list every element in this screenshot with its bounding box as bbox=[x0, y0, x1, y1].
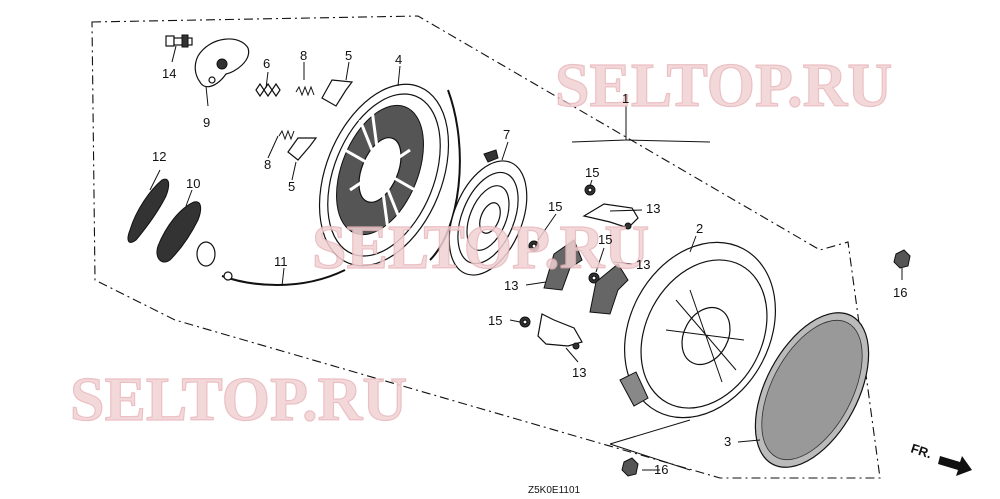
callout-13d: 13 bbox=[572, 365, 586, 380]
callout-12: 12 bbox=[152, 149, 166, 164]
callout-8b: 8 bbox=[264, 157, 271, 172]
callout-1: 1 bbox=[622, 91, 629, 106]
callout-6: 6 bbox=[263, 56, 270, 71]
part-2-starter-case bbox=[619, 241, 777, 419]
callout-8a: 8 bbox=[300, 48, 307, 63]
leader-lines bbox=[149, 45, 903, 471]
callout-10: 10 bbox=[186, 176, 200, 191]
part-8b-spring bbox=[278, 129, 295, 141]
watermark-bottom: SELTOP.RU bbox=[70, 366, 407, 434]
callout-5b: 5 bbox=[288, 179, 295, 194]
callout-5a: 5 bbox=[345, 48, 352, 63]
part-7-spiral-spring bbox=[448, 149, 528, 276]
callout-7: 7 bbox=[503, 127, 510, 142]
callout-2: 2 bbox=[696, 221, 703, 236]
callout-15d: 15 bbox=[488, 313, 502, 328]
part-16a-nut bbox=[893, 249, 911, 269]
callout-15c: 15 bbox=[598, 232, 612, 247]
part-14-bolt bbox=[165, 34, 193, 48]
callout-13a: 13 bbox=[646, 201, 660, 216]
callout-4: 4 bbox=[395, 52, 402, 67]
part-5b-ratchet bbox=[287, 137, 318, 161]
assembly-boundary bbox=[91, 15, 881, 479]
callout-16b: 16 bbox=[654, 462, 668, 477]
part-13a-pawl bbox=[582, 203, 639, 230]
part-10-handle bbox=[156, 201, 216, 267]
part-13b-pawl bbox=[543, 239, 583, 291]
watermark-middle: SELTOP.RU bbox=[312, 214, 649, 282]
part-9-plate bbox=[194, 38, 250, 88]
part-15d-washer bbox=[519, 316, 531, 328]
part-3-screen bbox=[754, 312, 870, 468]
callout-9: 9 bbox=[203, 115, 210, 130]
part-12-handle-cover bbox=[127, 178, 170, 243]
part-8a-spring bbox=[295, 85, 315, 97]
part-4-reel bbox=[318, 83, 461, 267]
front-label: FR. bbox=[909, 441, 934, 462]
part-5a-ratchet bbox=[321, 79, 354, 107]
part-13c-pawl bbox=[589, 263, 629, 315]
callout-15b: 15 bbox=[548, 199, 562, 214]
callout-13c: 13 bbox=[504, 278, 518, 293]
callout-16a: 16 bbox=[893, 285, 907, 300]
front-direction-indicator: FR. bbox=[909, 441, 972, 476]
part-13d-pawl bbox=[537, 313, 583, 350]
part-6-spring bbox=[255, 82, 281, 98]
callout-15a: 15 bbox=[585, 165, 599, 180]
callout-13b: 13 bbox=[636, 257, 650, 272]
watermark-top: SELTOP.RU bbox=[555, 52, 892, 120]
part-15c-washer bbox=[588, 272, 600, 284]
callout-3: 3 bbox=[724, 434, 731, 449]
diagram-code: Z5K0E1101 bbox=[528, 485, 581, 496]
callout-11: 11 bbox=[274, 254, 288, 269]
part-16b-nut bbox=[621, 457, 639, 477]
part-15a-washer bbox=[584, 184, 596, 196]
part-15b-washer bbox=[528, 240, 540, 252]
front-arrow-icon bbox=[938, 456, 972, 476]
part-11-rope bbox=[221, 269, 346, 286]
callout-14: 14 bbox=[162, 66, 176, 81]
